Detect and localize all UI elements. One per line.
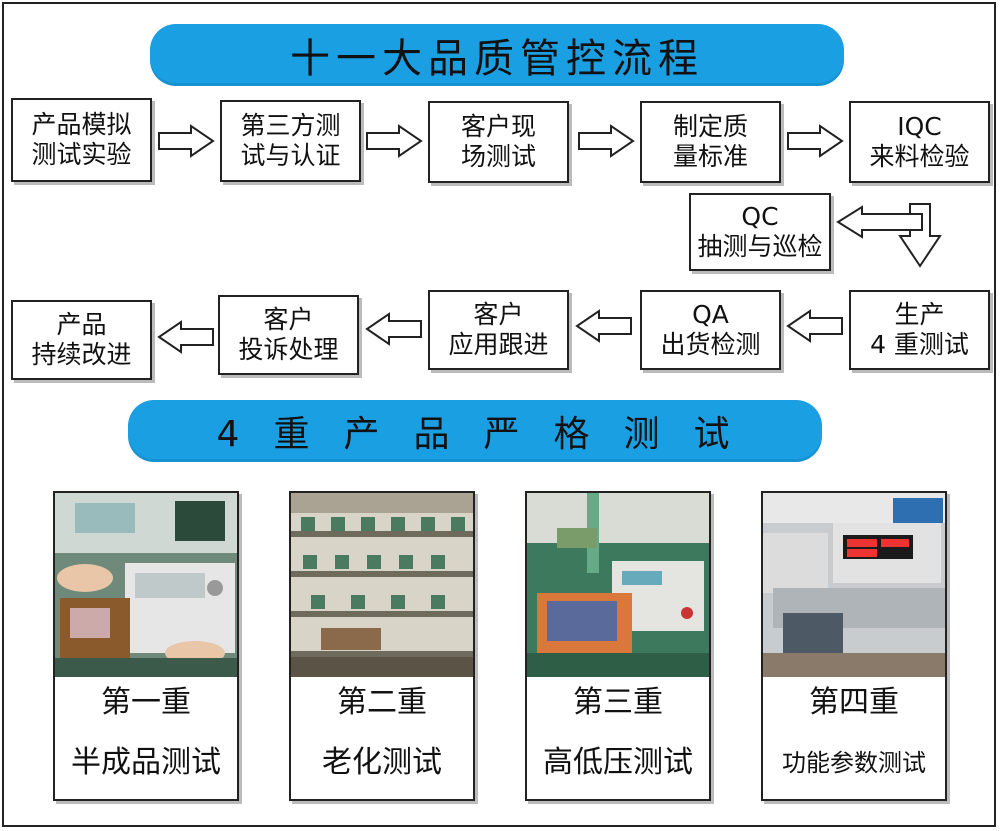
tests-heading: 4重产品严格测试 xyxy=(216,414,764,455)
flow-step-quality-standard: 制定质 量标准 xyxy=(640,101,781,183)
flow-step-iqc: IQC 来料检验 xyxy=(849,101,990,183)
arrow-right-icon xyxy=(787,124,844,158)
test-name: 半成品测试 xyxy=(71,745,221,780)
test-name: 老化测试 xyxy=(322,745,442,780)
test-level-title: 第四重 xyxy=(809,685,899,720)
title-banner: 十一大品质管控流程 xyxy=(150,24,844,86)
flow-step-complaint-handling: 客户 投诉处理 xyxy=(218,295,359,375)
flow-step-label: 客户现 场测试 xyxy=(460,112,536,171)
flow-step-label: 产品 持续改进 xyxy=(31,310,132,369)
test-level-title: 第二重 xyxy=(337,685,427,720)
flow-step-label: 生产 4 重测试 xyxy=(870,300,969,359)
flow-step-simulation-test: 产品模拟 测试实验 xyxy=(11,98,152,182)
flow-step-label: 第三方测 试与认证 xyxy=(240,111,341,170)
function-parameter-test-photo xyxy=(763,493,945,677)
flow-step-customer-onsite-test: 客户现 场测试 xyxy=(428,101,569,183)
arrow-left-icon xyxy=(786,309,843,343)
test-card-4: 第四重 功能参数测试 xyxy=(761,491,947,801)
flow-step-label: 制定质 量标准 xyxy=(672,112,748,171)
test-card-1: 第一重 半成品测试 xyxy=(53,491,239,801)
page-title: 十一大品质管控流程 xyxy=(290,36,704,82)
high-low-voltage-test-photo xyxy=(527,493,709,677)
arrow-right-icon xyxy=(578,124,635,158)
flow-step-label: QC 抽测与巡检 xyxy=(697,202,823,261)
arrow-left-icon xyxy=(157,320,214,354)
aging-test-photo xyxy=(291,493,473,677)
tests-banner: 4重产品严格测试 xyxy=(128,400,822,462)
flow-step-third-party-cert: 第三方测 试与认证 xyxy=(220,100,361,182)
flow-step-continuous-improvement: 产品 持续改进 xyxy=(11,300,152,380)
flow-step-label: 客户 投诉处理 xyxy=(238,305,339,364)
arrow-left-icon xyxy=(836,205,923,239)
flow-step-customer-followup: 客户 应用跟进 xyxy=(428,290,569,370)
test-name: 功能参数测试 xyxy=(782,749,926,777)
test-level-title: 第一重 xyxy=(101,685,191,720)
arrow-right-icon xyxy=(366,124,423,158)
flow-step-qa: QA 出货检测 xyxy=(640,290,781,370)
flow-step-production-test: 生产 4 重测试 xyxy=(849,290,990,370)
arrow-left-icon xyxy=(365,312,422,346)
arrow-left-icon xyxy=(575,309,632,343)
flow-step-label: QA 出货检测 xyxy=(660,300,761,359)
flow-step-qc: QC 抽测与巡检 xyxy=(689,193,831,271)
test-name: 高低压测试 xyxy=(543,745,693,780)
test-card-3: 第三重 高低压测试 xyxy=(525,491,711,801)
test-card-2: 第二重 老化测试 xyxy=(289,491,475,801)
arrow-right-icon xyxy=(158,124,215,158)
test-level-title: 第三重 xyxy=(573,685,663,720)
flow-step-label: IQC 来料检验 xyxy=(869,112,970,171)
flow-step-label: 客户 应用跟进 xyxy=(448,300,549,359)
semi-finished-test-photo xyxy=(55,493,237,677)
flow-step-label: 产品模拟 测试实验 xyxy=(31,110,132,169)
